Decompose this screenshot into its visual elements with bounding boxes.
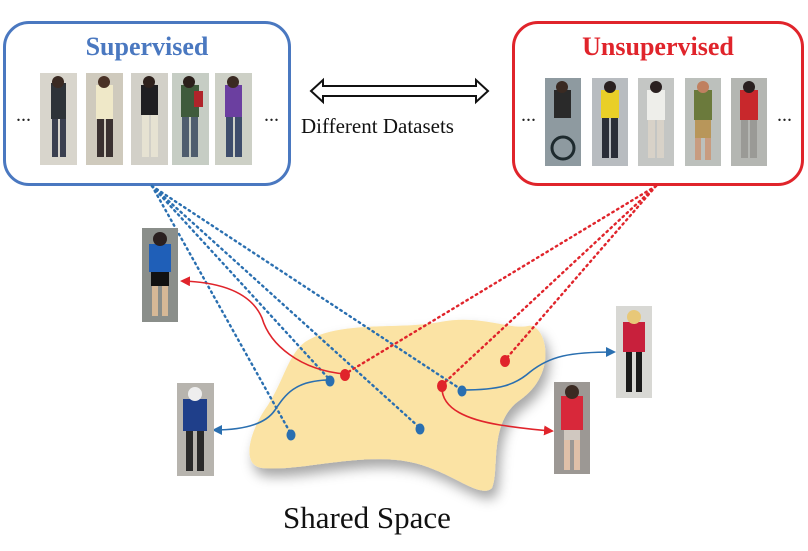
dotted-line — [150, 184, 464, 392]
blue-point — [457, 385, 467, 397]
person-image — [685, 78, 721, 166]
unsupervised-title: Unsupervised — [582, 32, 734, 61]
person-image — [545, 78, 581, 166]
sample-image-left-top — [142, 228, 178, 322]
supervised-title: Supervised — [85, 32, 209, 61]
dotted-line — [150, 184, 332, 382]
shared-space-caption: Shared Space — [283, 500, 451, 535]
supervised-ellipsis-right: ... — [264, 104, 279, 126]
person-image — [86, 73, 123, 165]
dotted-line — [150, 184, 293, 436]
arrow-to-image — [180, 276, 346, 375]
person-image — [638, 78, 674, 166]
unsupervised-person-images — [545, 78, 767, 166]
supervised-person-images — [40, 73, 252, 165]
dotted-line — [503, 184, 658, 362]
different-datasets-label: Different Datasets — [301, 114, 454, 138]
unsupervised-ellipsis-right: ... — [777, 104, 792, 126]
person-image — [131, 73, 168, 165]
arrow-to-image — [461, 347, 616, 391]
blue-point — [415, 423, 425, 435]
person-image — [172, 73, 209, 165]
dotted-line — [150, 184, 422, 430]
red-point — [437, 380, 447, 392]
feature-points — [286, 355, 510, 441]
double-arrow-icon — [309, 77, 490, 105]
supervised-ellipsis-left: ... — [16, 104, 31, 126]
blue-point — [286, 429, 296, 441]
person-image — [592, 78, 628, 166]
supervised-projection-lines — [150, 184, 464, 436]
person-image — [731, 78, 767, 166]
unsupervised-projection-lines — [343, 184, 658, 387]
arrow-to-image — [212, 379, 331, 435]
person-image — [215, 73, 252, 165]
shared-space-region — [249, 319, 546, 491]
blue-point — [325, 375, 335, 387]
sample-image-right-top — [616, 306, 652, 398]
person-image — [40, 73, 77, 165]
sample-image-right-bottom — [554, 382, 590, 474]
unsupervised-ellipsis-left: ... — [521, 104, 536, 126]
red-point — [500, 355, 510, 367]
dotted-line — [440, 184, 658, 387]
red-point — [340, 369, 350, 381]
sample-image-left-bottom — [177, 383, 214, 476]
arrow-to-image — [441, 384, 554, 436]
dotted-line — [343, 184, 658, 376]
